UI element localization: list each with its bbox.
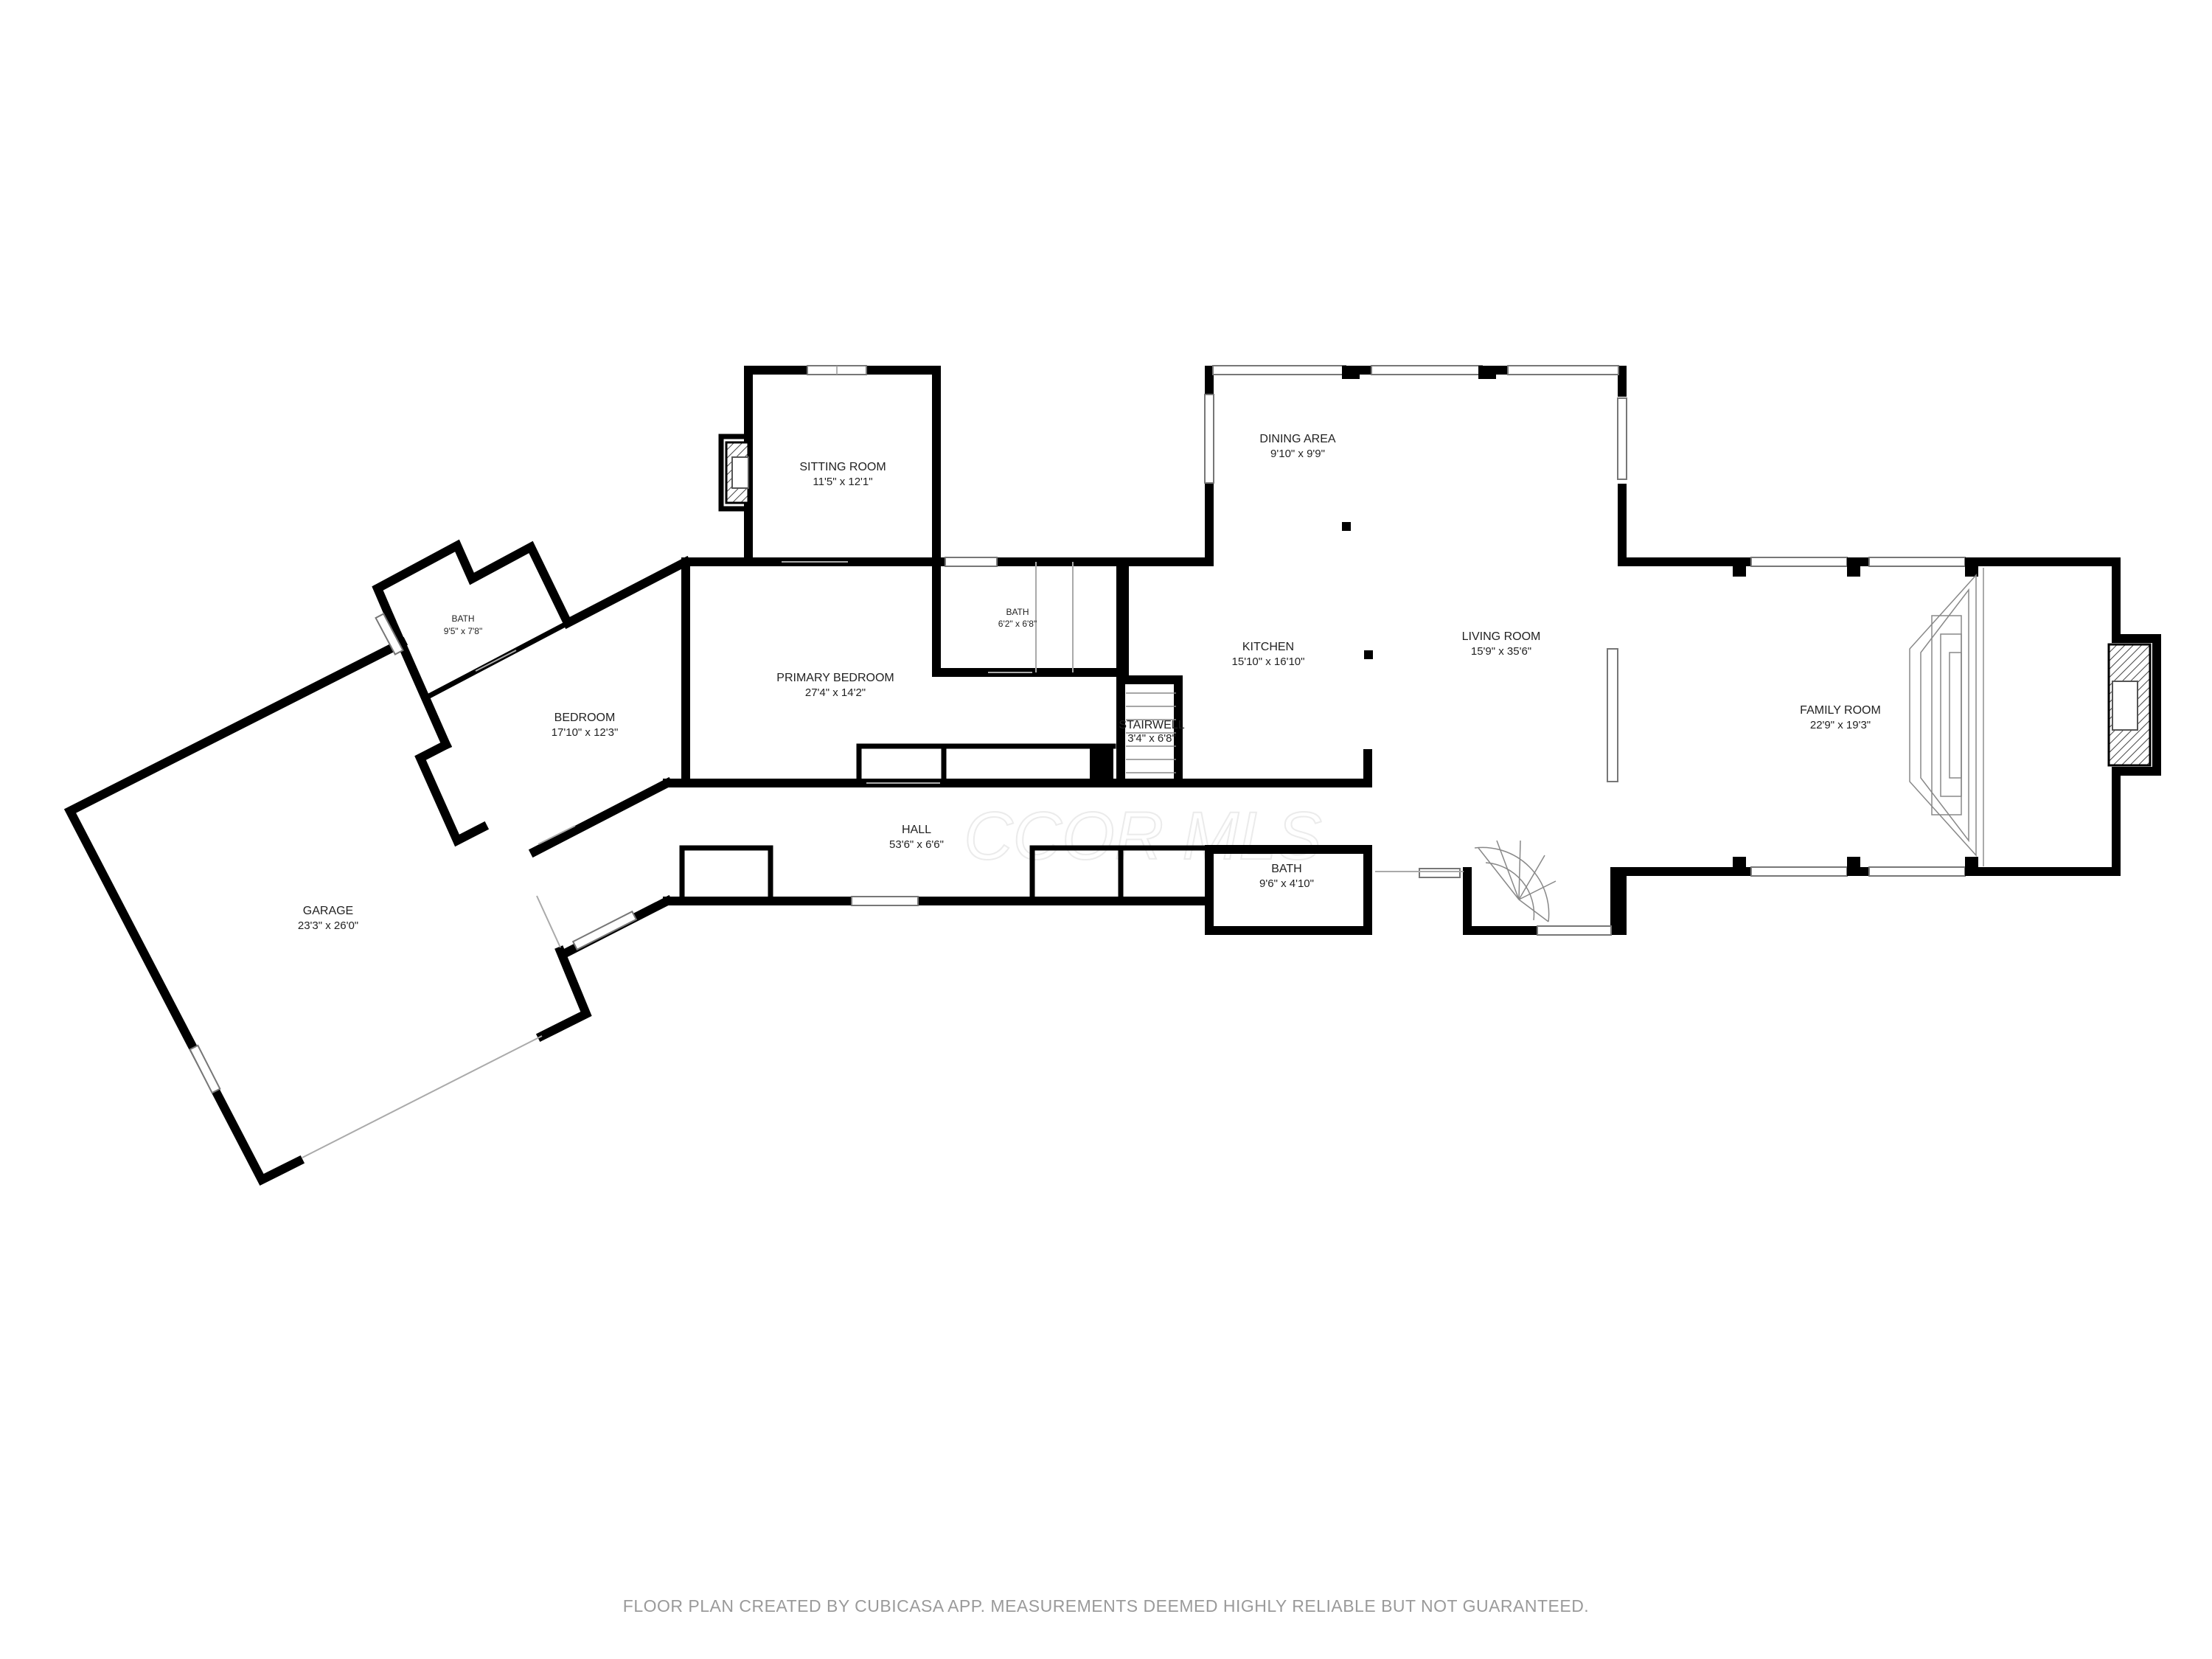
bath-upper-label: BATH <box>1006 607 1029 617</box>
family-room-bay <box>1909 574 1977 857</box>
stairwell-dim: 3'4" x 6'8" <box>1127 732 1176 745</box>
bath-left-label: BATH <box>451 613 474 624</box>
hall-label: HALL <box>902 824 931 836</box>
wall-hall-closet-right <box>1029 845 1212 904</box>
wall-bath-lower <box>1205 845 1372 935</box>
room-labels: SITTING ROOM 11'5" x 12'1" DINING AREA 9… <box>298 433 1881 932</box>
living-room-label: LIVING ROOM <box>1462 630 1541 643</box>
wall-garage <box>63 636 408 1186</box>
family-room-dim: 22'9" x 19'3" <box>1810 719 1871 731</box>
family-room-label: FAMILY ROOM <box>1800 704 1881 717</box>
bedroom-dim: 17'10" x 12'3" <box>552 726 619 739</box>
garage-label: GARAGE <box>303 905 353 917</box>
wall-hall-closet-left <box>679 845 773 904</box>
fireplaces <box>725 441 2152 767</box>
wall-spiral-stair <box>1463 867 1619 935</box>
wall-family-room <box>1618 557 2161 876</box>
sitting-room-label: SITTING ROOM <box>799 461 886 473</box>
hall-dim: 53'6" x 6'6" <box>889 838 944 851</box>
bath-lower-label: BATH <box>1271 863 1301 875</box>
windows <box>189 365 1966 1094</box>
walls <box>63 366 2161 1186</box>
kitchen-label: KITCHEN <box>1242 641 1294 653</box>
wall-bath-upper-box <box>932 557 1129 677</box>
wall-bedroom-lower <box>528 776 674 858</box>
bedroom-label: BEDROOM <box>554 712 616 724</box>
primary-bedroom-label: PRIMARY BEDROOM <box>776 672 894 684</box>
wall-bedroom-angled <box>372 539 692 630</box>
wall-bedroom-closet <box>414 738 490 847</box>
stairwell-label: STAIRWELL <box>1119 719 1184 731</box>
dining-area-label: DINING AREA <box>1259 433 1335 445</box>
garage-dim: 23'3" x 26'0" <box>298 919 358 932</box>
spiral-stair-icon <box>1474 840 1557 922</box>
watermark: CCOR MLS <box>964 799 1322 874</box>
wall-bath-left-side <box>385 613 452 751</box>
doors <box>302 561 1984 1158</box>
primary-bedroom-dim: 27'4" x 14'2" <box>805 686 866 699</box>
wall-sitting-fireplace <box>718 434 751 512</box>
kitchen-dim: 15'10" x 16'10" <box>1232 655 1305 668</box>
pillars <box>1342 366 1978 876</box>
bath-lower-dim: 9'6" x 4'10" <box>1259 877 1314 890</box>
dining-area-dim: 9'10" x 9'9" <box>1270 448 1325 460</box>
wall-stairwell <box>1116 557 1183 787</box>
footer-disclaimer: FLOOR PLAN CREATED BY CUBICASA APP. MEAS… <box>623 1596 1589 1615</box>
sitting-room-dim: 11'5" x 12'1" <box>813 476 872 488</box>
wall-garage-right <box>535 945 592 1043</box>
bath-upper-dim: 6'2" x 6'8" <box>998 619 1037 629</box>
pillar-primary <box>1090 746 1113 783</box>
wall-kitchen-bottom <box>1174 749 1372 787</box>
wall-primary-closet <box>856 743 947 786</box>
stairwell-steps <box>1126 692 1176 773</box>
wall-dining-living-top <box>1205 366 1627 493</box>
wall-upper-bath <box>681 366 1214 566</box>
living-room-dim: 15'9" x 35'6" <box>1471 645 1531 658</box>
bath-left-dim: 9'5" x 7'8" <box>444 626 482 636</box>
